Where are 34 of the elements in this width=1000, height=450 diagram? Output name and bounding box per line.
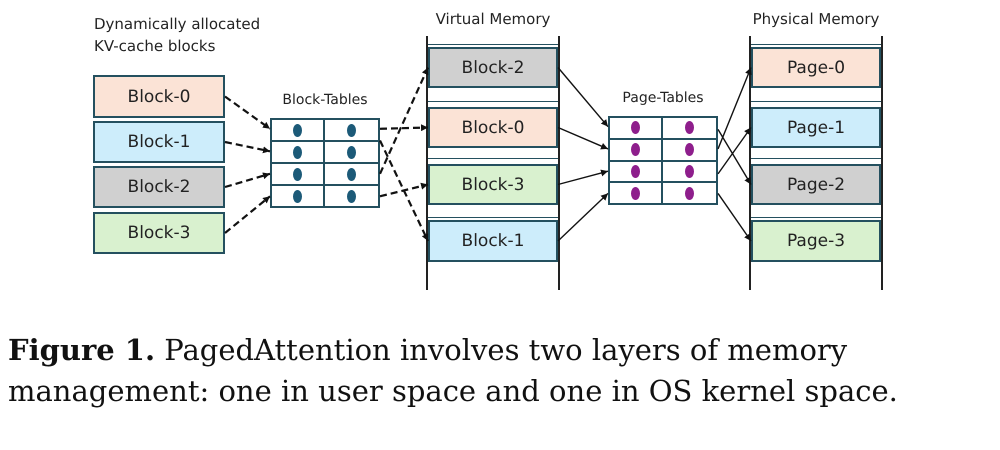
arrow <box>558 126 608 150</box>
arrow <box>717 129 752 185</box>
arrow <box>380 124 428 132</box>
memory-block: Block-1 <box>428 220 558 262</box>
memory-block: Block-3 <box>93 212 225 254</box>
table-title: Page-Tables <box>621 90 705 106</box>
column-title: Physical Memory <box>752 10 880 28</box>
memory-block: Block-2 <box>428 47 558 88</box>
memory-block: Block-2 <box>93 166 225 208</box>
table-title: Block-Tables <box>281 92 369 108</box>
group-heading: Dynamically allocated KV-cache blocks <box>94 14 262 57</box>
arrow <box>379 140 429 242</box>
column-title: Virtual Memory <box>434 10 552 28</box>
memory-block: Block-3 <box>428 164 558 205</box>
memory-block: Block-0 <box>428 107 558 148</box>
arrow <box>224 96 271 130</box>
arrow <box>557 67 609 128</box>
arrow <box>224 195 271 234</box>
arrow <box>379 67 429 174</box>
memory-block: Page-1 <box>751 107 881 148</box>
arrow <box>558 170 608 186</box>
arrow <box>558 192 608 242</box>
memory-block: Page-0 <box>751 47 881 88</box>
memory-block: Page-2 <box>751 164 881 205</box>
arrow <box>224 140 270 154</box>
arrow <box>224 172 270 188</box>
arrow <box>717 127 752 174</box>
arrow <box>380 182 428 198</box>
memory-block: Block-1 <box>93 121 225 163</box>
arrow <box>717 193 752 242</box>
memory-block: Block-0 <box>93 75 225 118</box>
figure-caption: Figure 1. PagedAttention involves two layers of memory management: one in user space and one in OS kernel space. <box>8 332 899 410</box>
arrow <box>717 67 752 150</box>
memory-block: Page-3 <box>751 220 881 262</box>
